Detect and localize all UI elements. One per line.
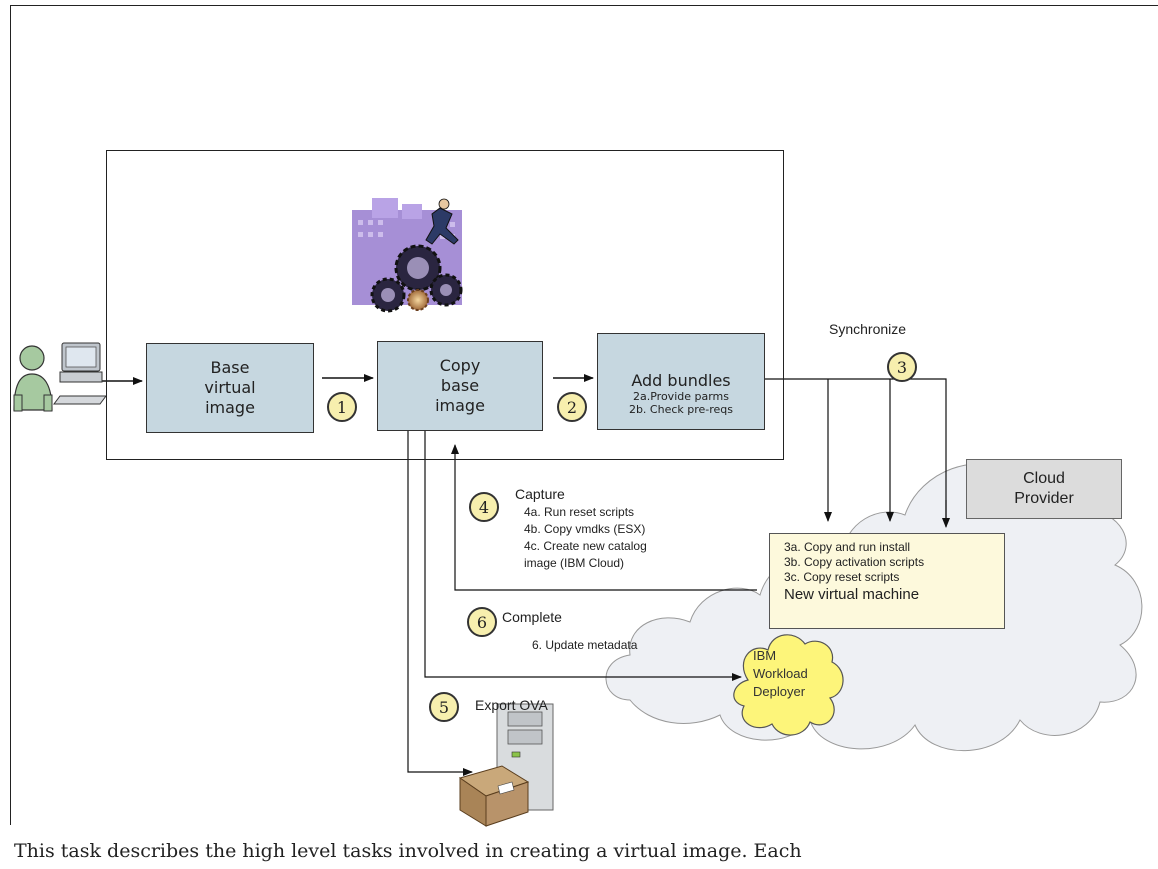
process-container [106, 150, 784, 460]
wd-line-3: Deployer [753, 684, 806, 699]
synchronize-arrows [765, 378, 950, 528]
copy-line-3: image [435, 396, 485, 415]
synchronize-label: Synchronize [829, 321, 907, 337]
capture-step-4c-cont: image (IBM Cloud) [524, 556, 625, 570]
step-badge-1: 1 [327, 392, 357, 422]
workload-deployer-label: IBM Workload Deployer [753, 647, 825, 701]
add-bundles-box: Add bundles 2a.Provide parms 2b. Check p… [597, 333, 765, 430]
capture-step-4c: 4c. Create new catalog [524, 539, 647, 553]
step-badge-6: 6 [467, 607, 497, 637]
complete-title: Complete [502, 609, 562, 625]
capture-step-4a: 4a. Run reset scripts [524, 505, 635, 519]
wd-line-2: Workload [753, 666, 808, 681]
cloud-provider-line-1: Cloud [1023, 470, 1065, 487]
cloud-provider-box: Cloud Provider [966, 459, 1122, 519]
add-bundles-title: Add bundles [631, 371, 731, 390]
base-line-3: image [205, 398, 255, 417]
step-badge-2: 2 [557, 392, 587, 422]
export-ova-label: Export OVA [475, 697, 548, 713]
vm-title: New virtual machine [784, 586, 920, 603]
capture-steps: 4a. Run reset scripts 4b. Copy vmdks (ES… [524, 505, 647, 570]
user-computer-icon [13, 342, 107, 412]
to-export-arrow [407, 431, 473, 776]
step-badge-3: 3 [887, 352, 917, 382]
capture-return-arrow [451, 444, 757, 591]
bundles-step-2a: 2a.Provide parms [633, 390, 729, 403]
outer-frame [10, 5, 1158, 825]
to-deployer-arrow [424, 431, 742, 681]
vm-step-3b: 3b. Copy activation scripts [784, 555, 925, 569]
copy-line-1: Copy [439, 356, 481, 375]
new-virtual-machine-box: 3a. Copy and run install 3b. Copy activa… [769, 533, 1005, 629]
copy-line-2: base [440, 376, 480, 395]
footer-paragraph: This task describes the high level tasks… [14, 840, 802, 862]
vm-step-3a: 3a. Copy and run install [784, 540, 911, 554]
base-line-1: Base [210, 358, 250, 377]
step-badge-5: 5 [429, 692, 459, 722]
base-virtual-image-box: Base virtual image [146, 343, 314, 433]
server-package-icon [458, 703, 554, 827]
step-badge-4: 4 [469, 492, 499, 522]
capture-step-4b: 4b. Copy vmdks (ESX) [524, 522, 646, 536]
base-line-2: virtual [204, 378, 256, 397]
gears-clipart [352, 198, 463, 313]
capture-title: Capture [515, 486, 565, 502]
complete-step-6: 6. Update metadata [532, 638, 638, 652]
bundles-step-2b: 2b. Check pre-reqs [628, 403, 734, 416]
vm-step-3c: 3c. Copy reset scripts [784, 570, 900, 584]
workload-deployer-cloud [733, 634, 844, 736]
wd-line-1: IBM [753, 648, 777, 663]
cloud-provider-line-2: Provider [1014, 490, 1074, 507]
copy-base-image-box: Copy base image [377, 341, 543, 431]
